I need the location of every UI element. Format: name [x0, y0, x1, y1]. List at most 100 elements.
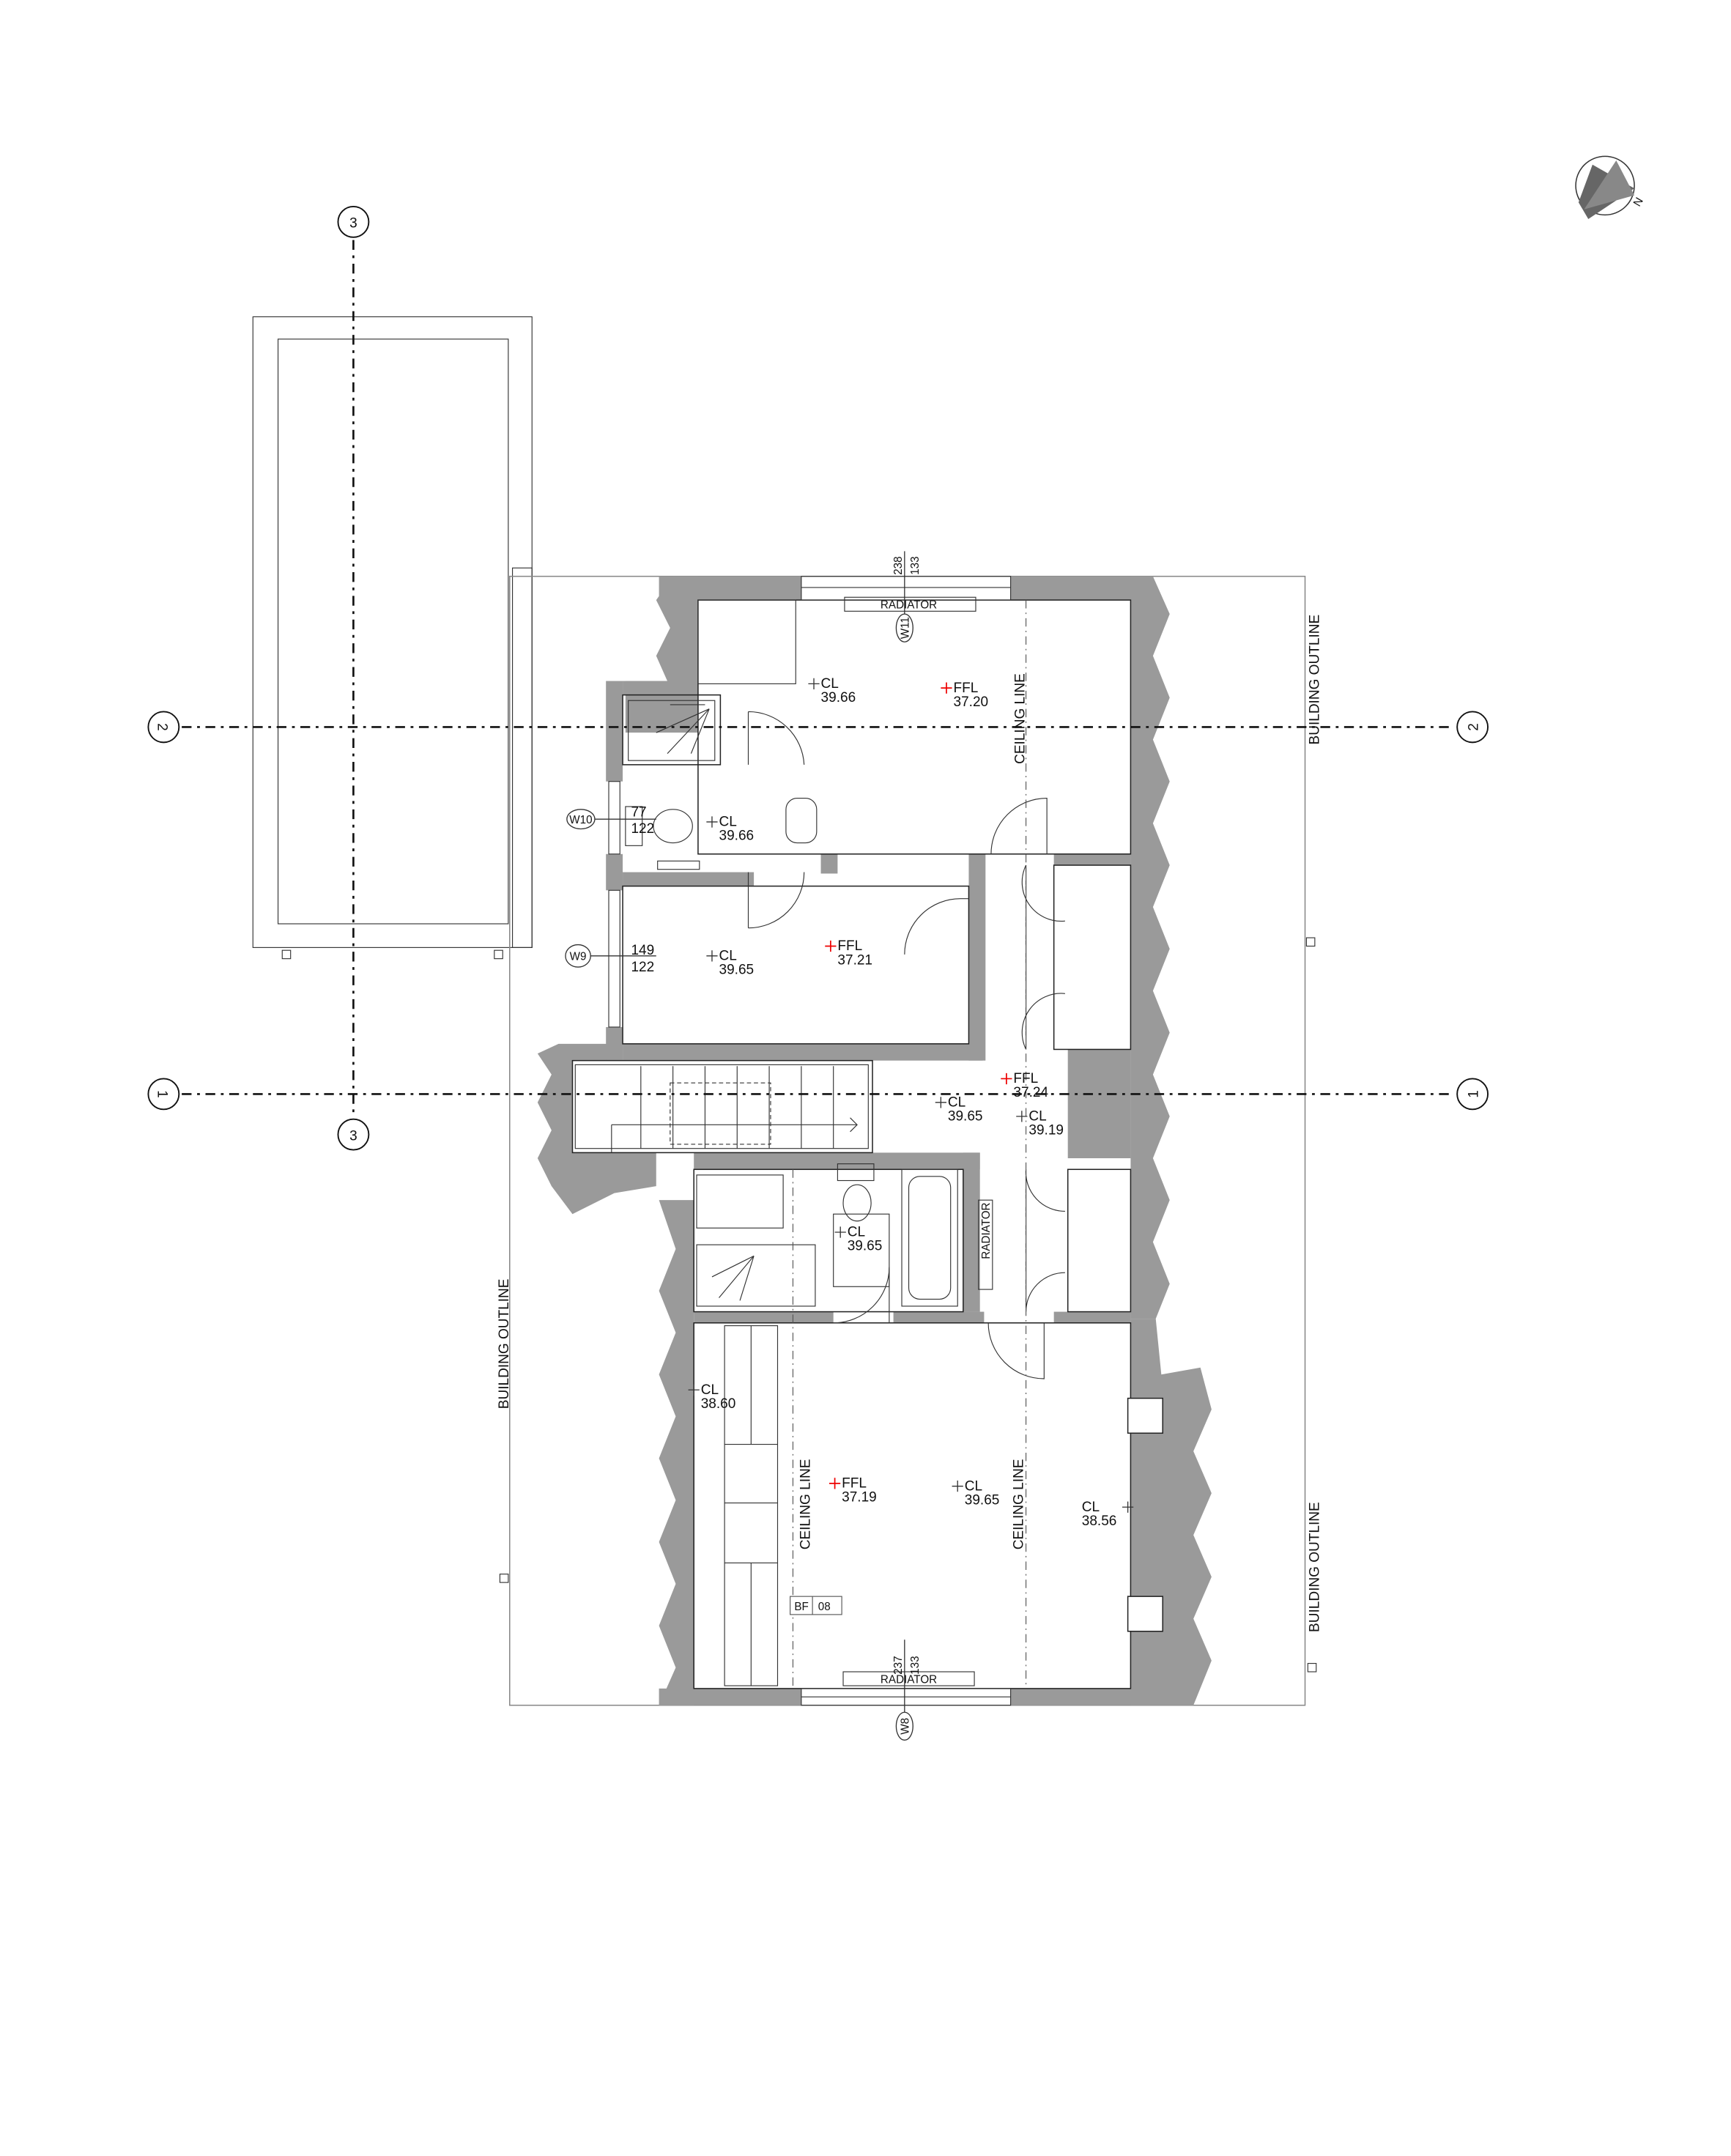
level-type: CL — [1028, 1109, 1046, 1125]
svg-text:2: 2 — [155, 723, 170, 731]
small-markers — [281, 937, 1317, 1672]
roof-light-outline — [252, 316, 533, 948]
bathroom-toilet — [842, 1184, 872, 1222]
toilet — [653, 809, 693, 844]
level-cross-icon — [952, 1481, 963, 1492]
ceiling-line-label: CEILING LINE — [798, 1459, 813, 1550]
grid-bubble-2-right: 2 — [1456, 711, 1489, 744]
level-type: FFL — [954, 681, 979, 696]
grid-lines — [182, 240, 1455, 1116]
building-outline-label: BUILDING OUTLINE — [1308, 615, 1323, 745]
building-outline-label: BUILDING OUTLINE — [1308, 1502, 1323, 1632]
north-arrow-icon: N — [1575, 155, 1646, 220]
svg-text:77: 77 — [631, 804, 646, 820]
svg-text:1: 1 — [1467, 1090, 1482, 1098]
level-type: CL — [848, 1225, 865, 1240]
svg-text:RADIATOR: RADIATOR — [881, 599, 937, 612]
svg-text:W10: W10 — [569, 814, 592, 826]
radiator-bathroom: RADIATOR — [978, 1199, 993, 1290]
grid-bubble-2-left: 2 — [147, 711, 180, 744]
svg-text:149: 149 — [631, 943, 654, 958]
window-tag-w10: W10 77 122 — [566, 804, 656, 837]
level-cross-icon — [825, 940, 837, 952]
level-value: 37.19 — [842, 1490, 877, 1505]
ceiling-line-label: CEILING LINE — [1012, 1459, 1027, 1550]
svg-text:W9: W9 — [570, 951, 587, 963]
level-value: 38.56 — [1082, 1514, 1117, 1529]
svg-text:238: 238 — [892, 556, 905, 574]
shower-tray — [628, 700, 716, 761]
svg-text:RADIATOR: RADIATOR — [881, 1673, 937, 1686]
level-value: 39.66 — [719, 829, 754, 844]
window-tag-w11: 238 133 W11 — [892, 551, 922, 642]
level-cross-icon — [1016, 1111, 1028, 1122]
level-value: 39.65 — [948, 1109, 983, 1125]
level-cross-icon — [829, 1478, 841, 1489]
level-type: FFL — [842, 1476, 867, 1492]
radiator-top: RADIATOR — [844, 596, 976, 612]
level-type: FFL — [837, 938, 862, 954]
level-cross-icon — [1122, 1501, 1134, 1513]
window-tag-w9: W9 149 122 — [565, 943, 656, 975]
level-type: CL — [948, 1095, 965, 1111]
window-tag-w8: 237 133 W8 — [892, 1640, 922, 1741]
level-type: CL — [1082, 1500, 1100, 1515]
svg-text:W11: W11 — [900, 617, 912, 639]
svg-text:133: 133 — [909, 1656, 922, 1674]
level-cross-icon — [1001, 1073, 1012, 1085]
level-cross-icon — [834, 1226, 846, 1238]
ceiling-lines — [792, 600, 1027, 1689]
level-value: 39.65 — [848, 1239, 883, 1254]
grid-bubble-3-bottom: 3 — [337, 1118, 370, 1151]
svg-text:3: 3 — [349, 215, 357, 231]
level-cross-icon — [941, 682, 952, 694]
svg-text:122: 122 — [631, 821, 654, 837]
svg-text:122: 122 — [631, 960, 654, 975]
ceiling-line-label: CEILING LINE — [1013, 673, 1028, 764]
level-value: 39.65 — [965, 1492, 1000, 1508]
stair-treads — [574, 1064, 869, 1149]
level-cross-icon — [935, 1097, 946, 1108]
level-value: 37.21 — [837, 952, 872, 968]
grid-bubble-1-left: 1 — [147, 1078, 180, 1111]
level-type: CL — [701, 1382, 719, 1398]
svg-text:08: 08 — [818, 1601, 831, 1613]
level-cross-icon — [706, 950, 718, 962]
level-value: 37.20 — [954, 694, 989, 710]
svg-text:N: N — [1631, 196, 1646, 209]
level-cross-icon — [706, 816, 718, 828]
level-value: 39.19 — [1028, 1123, 1064, 1138]
level-type: CL — [719, 815, 736, 830]
level-cross-icon — [688, 1384, 700, 1396]
svg-text:237: 237 — [892, 1656, 905, 1674]
grid-bubble-1-right: 1 — [1456, 1078, 1489, 1111]
bf-tag: BF 08 — [790, 1596, 842, 1615]
level-type: FFL — [1013, 1071, 1038, 1086]
radiator-bottom: RADIATOR — [842, 1671, 975, 1686]
level-type: CL — [821, 676, 839, 692]
svg-text:2: 2 — [1467, 723, 1482, 731]
svg-text:W8: W8 — [900, 1718, 912, 1735]
level-type: CL — [719, 949, 736, 964]
svg-text:3: 3 — [349, 1128, 357, 1144]
svg-text:1: 1 — [155, 1090, 170, 1098]
svg-text:RADIATOR: RADIATOR — [980, 1202, 993, 1259]
bath — [901, 1168, 958, 1307]
level-type: CL — [965, 1478, 982, 1494]
level-value: 38.60 — [701, 1396, 736, 1412]
level-value: 39.65 — [719, 963, 754, 978]
walls — [537, 576, 1212, 1705]
building-outline-label: BUILDING OUTLINE — [497, 1279, 512, 1409]
svg-text:133: 133 — [909, 556, 922, 574]
